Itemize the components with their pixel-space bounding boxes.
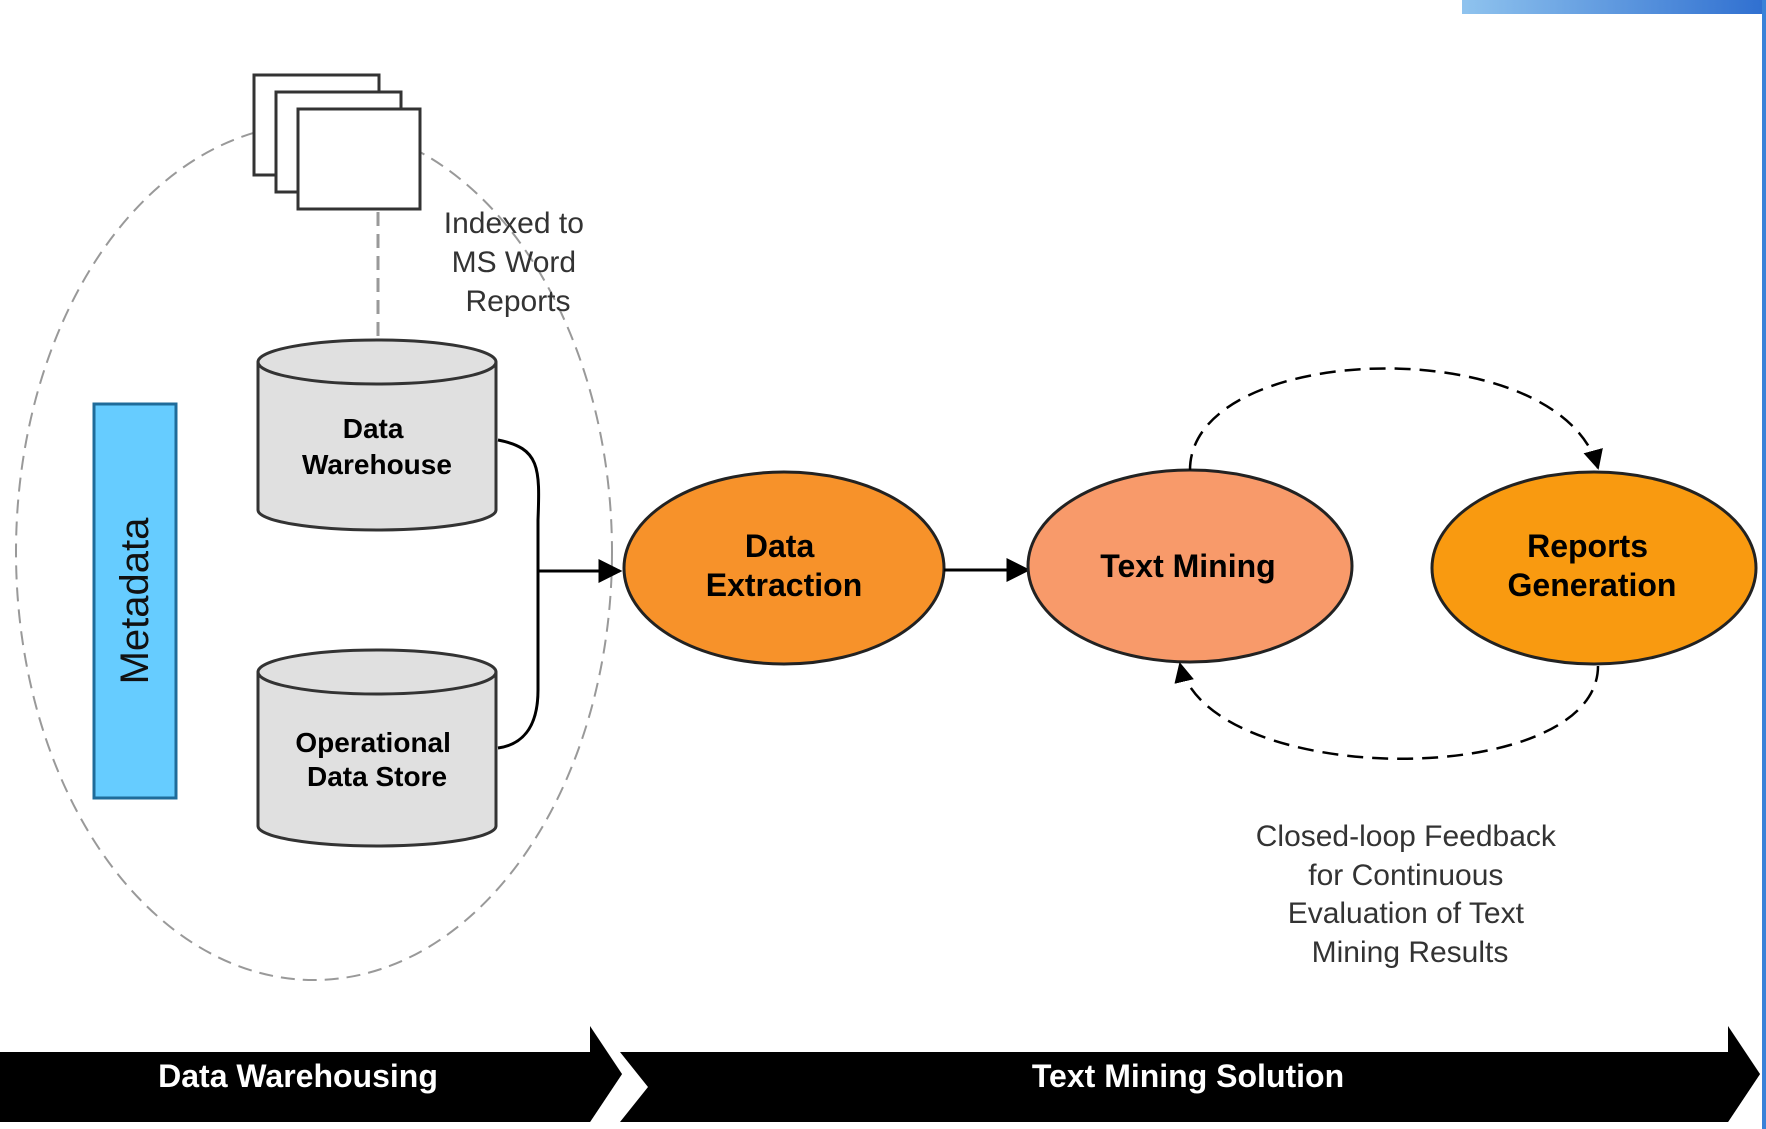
text-mining-node: Text Mining bbox=[1026, 468, 1354, 664]
reports-generation-label-line: Generation bbox=[1508, 567, 1677, 603]
indexed-label-line: Reports bbox=[465, 285, 570, 318]
indexed-label: Indexed to MS Word Reports bbox=[444, 207, 592, 318]
data-extraction-label-line: Extraction bbox=[706, 567, 862, 603]
corner-accent bbox=[1462, 0, 1766, 1129]
operational-data-store-cylinder: Operational Data Store bbox=[256, 648, 498, 848]
phase-band-data-warehousing: Data Warehousing bbox=[0, 1026, 622, 1122]
feedback-label: Closed-loop Feedback for Continuous Eval… bbox=[1256, 820, 1565, 969]
svg-text:Operational Data Store: Operational Data Store bbox=[295, 727, 458, 792]
phase-band-label: Data Warehousing bbox=[158, 1058, 438, 1094]
feedback-label-line: Evaluation of Text bbox=[1288, 897, 1525, 930]
svg-text:Data Warehouse: Data Warehouse bbox=[302, 413, 452, 480]
indexed-label-line: MS Word bbox=[452, 246, 576, 279]
reports-generation-node: Reports Generation bbox=[1430, 470, 1758, 666]
svg-text:Reports Generation: Reports Generation bbox=[1508, 528, 1677, 603]
data-warehouse-cylinder: Data Warehouse bbox=[256, 338, 498, 532]
metadata-bar: Metadata bbox=[92, 402, 178, 800]
feedback-label-line: for Continuous bbox=[1308, 859, 1503, 892]
feedback-arc-bottom bbox=[1174, 662, 1600, 760]
text-mining-label: Text Mining bbox=[1100, 548, 1275, 584]
data-warehouse-label-line: Warehouse bbox=[302, 449, 452, 480]
feedback-label-line: Closed-loop Feedback bbox=[1256, 820, 1557, 853]
feedback-arc-top bbox=[1188, 367, 1603, 471]
svg-text:Data Extraction: Data Extraction bbox=[706, 528, 862, 603]
operational-label-line: Operational bbox=[295, 727, 451, 758]
reports-generation-label-line: Reports bbox=[1527, 528, 1648, 564]
feedback-label-line: Mining Results bbox=[1312, 936, 1509, 969]
indexed-label-line: Indexed to bbox=[444, 207, 584, 240]
operational-label-line: Data Store bbox=[307, 761, 447, 792]
metadata-label: Metadata bbox=[113, 517, 157, 685]
document-stack-icon bbox=[252, 73, 422, 211]
stores-merge-brace bbox=[497, 438, 541, 750]
phase-band-text-mining-solution: Text Mining Solution bbox=[620, 1026, 1760, 1122]
data-extraction-node: Data Extraction bbox=[622, 470, 946, 666]
data-warehouse-label-line: Data bbox=[343, 413, 404, 444]
phase-band-label: Text Mining Solution bbox=[1032, 1058, 1344, 1094]
data-extraction-label-line: Data bbox=[745, 528, 815, 564]
